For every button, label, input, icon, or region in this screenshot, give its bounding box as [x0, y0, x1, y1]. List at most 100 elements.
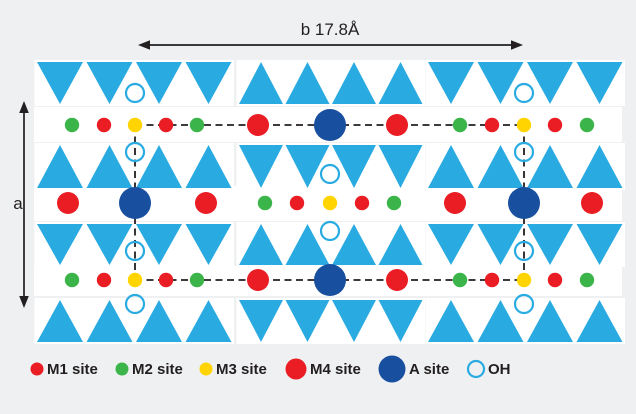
m3-site-dot [127, 272, 143, 288]
legend-label-m4: M4 site [310, 361, 361, 378]
tetrahedron-down-icon [86, 224, 133, 265]
tetrahedron-down-icon [185, 62, 232, 104]
tetrahedron-up-icon [86, 300, 133, 342]
legend-label-oh: OH [488, 361, 511, 378]
tetrahedron-up-icon [185, 300, 232, 342]
tetrahedron-down-icon [378, 300, 423, 342]
m4-site-dot [444, 192, 466, 214]
m2-site-dot [64, 117, 80, 133]
legend-marker-m3-icon [199, 362, 213, 376]
tetrahedron-down-icon [136, 62, 182, 104]
tetrahedron-up-icon [136, 300, 182, 342]
tetrahedron-down-icon [285, 145, 330, 188]
oh-site-circle [124, 82, 146, 104]
tetrahedron-down-icon [332, 145, 376, 188]
tetrahedron-up-icon [527, 300, 573, 342]
oh-site-circle [513, 141, 535, 163]
tetrahedron-down-icon [239, 145, 283, 188]
tetrahedron-up-icon [136, 145, 182, 188]
a-arrow-bottom-head-icon [19, 296, 29, 308]
m1-site-dot [547, 117, 563, 133]
oh-site-circle [513, 293, 535, 315]
tetrahedron-down-icon [86, 62, 133, 104]
tetrahedron-down-icon [37, 62, 83, 104]
legend-marker-a-icon [378, 355, 406, 383]
legend-label-m2: M2 site [132, 361, 183, 378]
tetrahedron-down-icon [285, 300, 330, 342]
tetrahedron-up-icon [37, 300, 83, 342]
tetrahedra-layer [37, 62, 623, 342]
tetrahedron-up-icon [428, 300, 474, 342]
m3-site-dot [516, 272, 532, 288]
a-site-dot [119, 187, 151, 219]
tetrahedron-down-icon [428, 224, 474, 265]
a-site-dot [314, 109, 346, 141]
m2-site-dot [257, 195, 273, 211]
legend-label-a: A site [409, 361, 449, 378]
m3-site-dot [127, 117, 143, 133]
legend-marker-m1-icon [30, 362, 44, 376]
legend-marker-m2-icon [115, 362, 129, 376]
legend: M1 site M2 site M3 site M4 site A site OH [30, 355, 511, 383]
tetrahedron-up-icon [185, 145, 232, 188]
tetrahedron-up-icon [332, 62, 376, 104]
tetrahedron-down-icon [576, 62, 623, 104]
m1-site-dot [158, 272, 174, 288]
m2-site-dot [452, 272, 468, 288]
tetrahedron-up-icon [576, 145, 623, 188]
tetrahedron-up-icon [285, 62, 330, 104]
oh-layer [124, 82, 535, 315]
tetrahedron-down-icon [576, 224, 623, 265]
m4-site-dot [386, 269, 408, 291]
tetrahedron-down-icon [332, 300, 376, 342]
m1-site-dot [484, 272, 500, 288]
m2-site-dot [579, 272, 595, 288]
m3-site-dot [322, 195, 338, 211]
m4-site-dot [57, 192, 79, 214]
m2-site-dot [386, 195, 402, 211]
dimension-arrows-layer [19, 40, 523, 308]
a-dimension-label: a [13, 194, 23, 213]
tetrahedron-up-icon [477, 145, 524, 188]
m1-site-dot [158, 117, 174, 133]
m2-site-dot [189, 117, 205, 133]
oh-site-circle [513, 240, 535, 262]
b-arrow-right-head-icon [511, 40, 523, 50]
m1-site-dot [289, 195, 305, 211]
a-arrow-top-head-icon [19, 101, 29, 113]
tetrahedron-down-icon [185, 224, 232, 265]
m2-site-dot [452, 117, 468, 133]
legend-label-m3: M3 site [216, 361, 267, 378]
tetrahedron-down-icon [136, 224, 182, 265]
a-site-dot [508, 187, 540, 219]
tetrahedron-up-icon [86, 145, 133, 188]
tetrahedron-down-icon [428, 62, 474, 104]
tetrahedron-down-icon [378, 145, 423, 188]
m1-site-dot [484, 117, 500, 133]
oh-site-circle [319, 163, 341, 185]
tetrahedron-up-icon [576, 300, 623, 342]
tetrahedron-up-icon [378, 62, 423, 104]
m2-site-dot [579, 117, 595, 133]
m2-site-dot [64, 272, 80, 288]
tetrahedron-down-icon [527, 224, 573, 265]
tetrahedron-up-icon [239, 62, 283, 104]
oh-site-circle [124, 141, 146, 163]
oh-site-circle [124, 240, 146, 262]
m4-site-dot [386, 114, 408, 136]
legend-label-m1: M1 site [47, 361, 98, 378]
tetrahedron-up-icon [477, 300, 524, 342]
m1-site-dot [547, 272, 563, 288]
tetrahedron-down-icon [477, 62, 524, 104]
legend-marker-oh-icon [466, 359, 486, 379]
m1-site-dot [96, 272, 112, 288]
tetrahedron-down-icon [477, 224, 524, 265]
tetrahedron-up-icon [378, 224, 423, 265]
a-site-dot [314, 264, 346, 296]
tetrahedron-up-icon [285, 224, 330, 265]
m4-site-dot [581, 192, 603, 214]
m1-site-dot [96, 117, 112, 133]
m3-site-dot [516, 117, 532, 133]
tetrahedron-up-icon [239, 224, 283, 265]
